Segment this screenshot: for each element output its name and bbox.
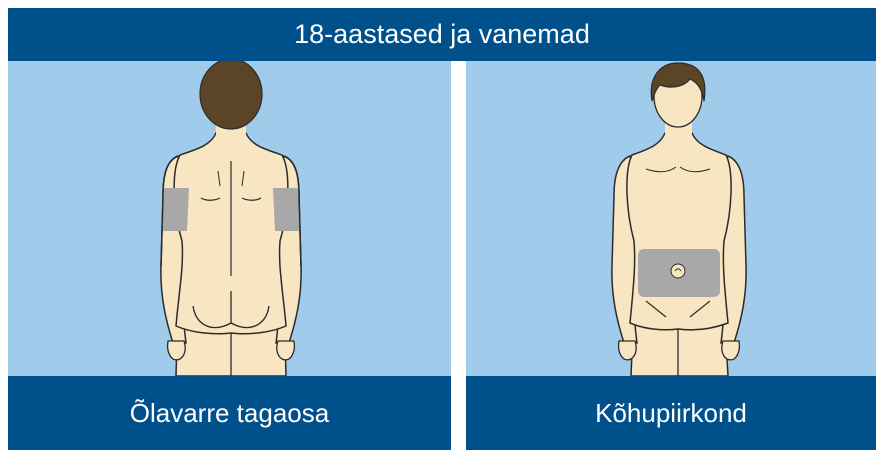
caption-back-arm: Õlavarre tagaosa <box>8 376 451 450</box>
front-view-figure <box>466 61 876 376</box>
front-view-panel <box>466 61 876 376</box>
injection-area-right-arm <box>273 188 300 231</box>
page-title: 18-aastased ja vanemad <box>8 8 876 61</box>
right-hand <box>277 341 295 360</box>
caption-abdomen: Kõhupiirkond <box>466 376 876 450</box>
right-hand <box>722 341 740 360</box>
injection-area-left-arm <box>162 188 189 231</box>
left-hand <box>168 341 186 360</box>
back-view-panel <box>8 61 451 376</box>
navel <box>671 264 685 278</box>
torso <box>627 133 731 330</box>
head-hair <box>200 61 262 129</box>
back-view-figure <box>8 61 451 376</box>
left-hand <box>619 341 637 360</box>
